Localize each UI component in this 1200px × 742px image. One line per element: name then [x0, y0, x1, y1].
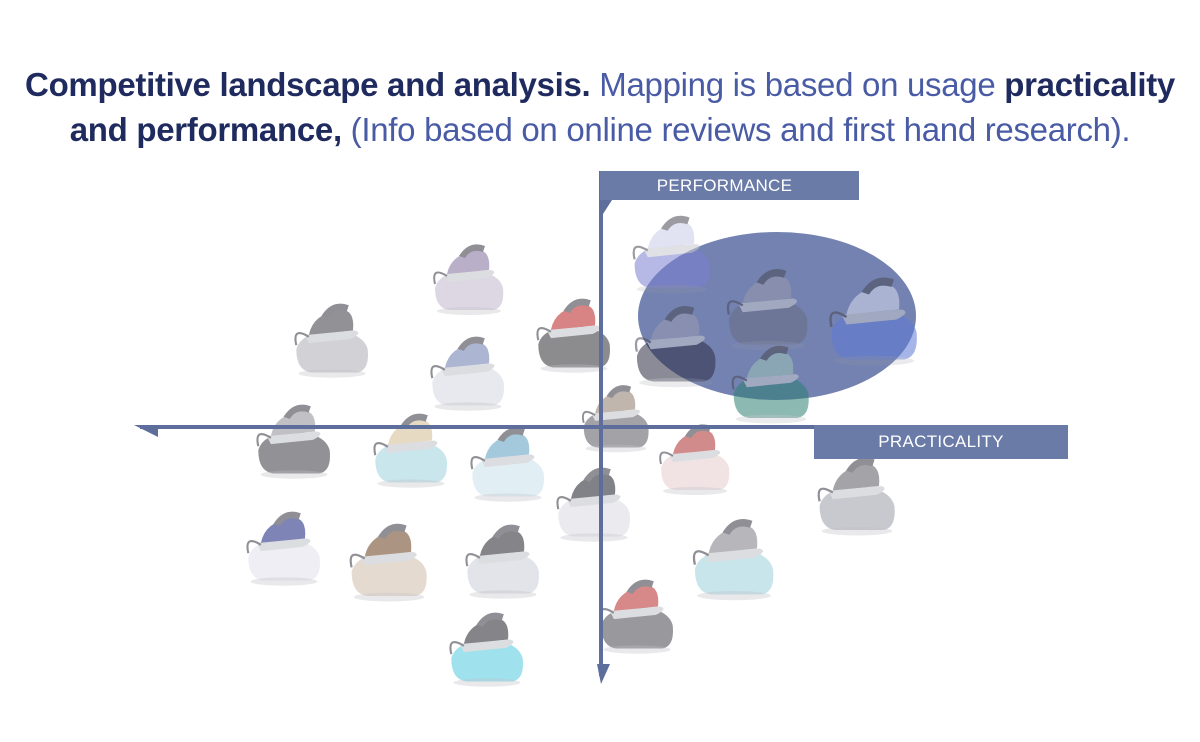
performance-axis-label: PERFORMANCE — [600, 171, 859, 200]
title-light-1: Mapping is based on usage — [590, 66, 1005, 103]
steam-iron-icon — [294, 303, 368, 378]
vertical-axis-line — [599, 171, 603, 676]
steam-iron-icon — [430, 336, 504, 411]
horizontal-axis-arrow-icon — [134, 425, 158, 437]
page-title: Competitive landscape and analysis. Mapp… — [0, 62, 1200, 152]
steam-iron-icon — [349, 523, 427, 602]
title-bold-1: Competitive landscape and analysis. — [25, 66, 591, 103]
horizontal-axis — [134, 425, 820, 437]
steam-iron-icon — [373, 413, 447, 488]
steam-iron-icon — [556, 467, 630, 542]
steam-iron-icon — [692, 519, 774, 601]
steam-iron-icon — [465, 524, 539, 599]
steam-iron-icon — [246, 511, 320, 586]
title-bold-3: and performance, — [69, 111, 342, 148]
title-line-2: and performance, (Info based on online r… — [0, 107, 1200, 152]
vertical-axis-arrow-icon — [597, 664, 610, 684]
title-bold-2: practicality — [1004, 66, 1175, 103]
steam-iron-icon — [599, 579, 673, 654]
steam-iron-icon — [470, 427, 544, 502]
steam-iron-icon — [449, 612, 523, 687]
steam-iron-icon — [634, 306, 716, 388]
steam-iron-icon — [256, 404, 330, 479]
steam-iron-icon — [582, 385, 649, 453]
horizontal-axis-line — [140, 425, 820, 429]
steam-iron-icon — [731, 345, 809, 424]
title-line-1: Competitive landscape and analysis. Mapp… — [0, 62, 1200, 107]
steam-iron-icon — [659, 424, 730, 495]
steam-iron-icon — [726, 269, 808, 351]
steam-iron-icon — [817, 457, 895, 536]
vertical-axis — [597, 171, 612, 684]
steam-iron-icon — [632, 215, 710, 294]
title-light-2: (Info based on online reviews and first … — [341, 111, 1131, 148]
steam-iron-icon — [829, 277, 917, 366]
steam-iron-icon — [433, 244, 504, 315]
steam-iron-icon — [536, 298, 610, 373]
product-group — [246, 215, 917, 687]
vertical-axis-top-notch — [599, 200, 612, 214]
practicality-axis-label: PRACTICALITY — [814, 425, 1068, 459]
